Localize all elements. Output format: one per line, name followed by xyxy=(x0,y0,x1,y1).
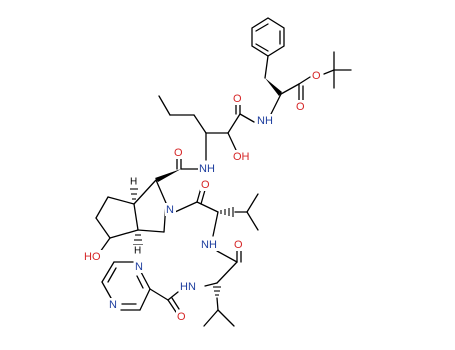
phenyl-inner-bonds xyxy=(255,23,281,52)
stereo-hash-bottom xyxy=(133,234,143,246)
val2-nh-bond xyxy=(204,282,218,287)
val1-nh-bond xyxy=(212,211,219,237)
ester-o-single-label: O xyxy=(311,69,323,82)
ring-oh-label: HO xyxy=(83,250,103,263)
phe-alpha-nh-bond xyxy=(270,93,282,115)
propyl-3 xyxy=(158,95,171,116)
c3a-c6a-bond xyxy=(133,203,139,231)
svg-text:HO: HO xyxy=(84,251,101,263)
val1-hash xyxy=(220,207,234,217)
svg-text:H: H xyxy=(134,246,141,257)
val1-methyl-1 xyxy=(246,193,259,213)
c5-c4-bond xyxy=(95,217,111,239)
pyz-bond-6 xyxy=(139,288,151,311)
choh-oh-bond xyxy=(227,132,237,151)
amide1-nh-label: NH xyxy=(256,114,275,127)
amide3-co-2 xyxy=(200,189,206,205)
benzyl-bond xyxy=(264,55,269,79)
amide1-choh-bond xyxy=(227,113,241,134)
nh-amide1-bond xyxy=(239,113,255,123)
hydroxy-oh-label: OH xyxy=(232,150,251,163)
svg-text:O: O xyxy=(234,239,243,251)
svg-text:O: O xyxy=(174,147,183,159)
stereo-h-bottom-label: H xyxy=(133,245,143,257)
nh-amide4-bond xyxy=(216,250,238,263)
ester-co-single xyxy=(298,76,311,85)
amide3-val1-bond xyxy=(196,201,219,213)
nh-pyzco-bond xyxy=(167,291,179,301)
amide2-nh-label: NH xyxy=(198,162,217,175)
amide2-o-label: O xyxy=(173,146,185,159)
amide3-o-label: O xyxy=(200,178,212,191)
val-nh-label: NH xyxy=(200,238,219,251)
svg-text:O: O xyxy=(233,93,242,105)
c6a-c6-bond xyxy=(107,196,135,205)
svg-text:N: N xyxy=(135,261,143,273)
pyz-inner-2 xyxy=(107,267,117,283)
pyzco-ring-bond xyxy=(149,288,169,301)
phe-alpha-ester-bond xyxy=(280,83,300,95)
o-tbu-bond xyxy=(323,69,335,75)
ring-n-label: N xyxy=(165,203,176,216)
c4-oh-bond xyxy=(99,237,111,253)
val1-methyl-2 xyxy=(246,211,259,231)
svg-text:N: N xyxy=(166,204,174,216)
svg-text:H: H xyxy=(130,177,137,188)
ester-o-double-label: O xyxy=(295,100,307,113)
pyz-bond-3 xyxy=(101,261,115,283)
ring-n-amide3-bond xyxy=(174,201,198,213)
val2-methyl-2 xyxy=(217,309,235,327)
pyz-amide-o-label: O xyxy=(176,310,188,323)
amide1-o-label: O xyxy=(232,92,244,105)
ch2-c3a-bond xyxy=(137,229,165,233)
pyz-bond-1 xyxy=(140,271,151,290)
svg-text:O: O xyxy=(296,101,305,113)
phe-alpha-wedge xyxy=(265,78,282,96)
svg-text:NH: NH xyxy=(201,239,217,251)
pyrazine-n1-label: N xyxy=(134,260,145,273)
atom-labels: O O NH O OH NH O N xyxy=(83,69,323,323)
amide4-val2-bond xyxy=(216,261,238,284)
c1-ring-n-bond xyxy=(155,179,167,204)
svg-text:HN: HN xyxy=(180,281,196,293)
val2-ch-bond xyxy=(216,297,219,311)
stereo-hash-top xyxy=(130,188,138,200)
bonds xyxy=(95,17,352,327)
stereo-h-top-label: H xyxy=(129,176,139,188)
svg-text:O: O xyxy=(312,70,321,82)
pyzco-o-2 xyxy=(171,297,180,310)
pyz-amide-nh-label: HN xyxy=(179,280,199,293)
val2-hash xyxy=(213,286,221,296)
amide4-o-label: O xyxy=(233,238,245,251)
svg-text:NH: NH xyxy=(199,163,215,175)
svg-text:OH: OH xyxy=(233,151,250,163)
amide2-c1-wedge xyxy=(155,169,181,182)
val2-methyl-1 xyxy=(203,309,219,327)
pyzco-o-1 xyxy=(167,299,177,313)
pyz-bond-4 xyxy=(101,281,112,299)
svg-text:O: O xyxy=(201,179,210,191)
pyrazine-n2-label: N xyxy=(108,298,119,311)
c6-c5-bond xyxy=(95,196,109,219)
svg-text:NH: NH xyxy=(257,115,273,127)
c4-c3a-bond xyxy=(109,229,139,239)
pyz-inner-1 xyxy=(136,275,144,289)
svg-text:N: N xyxy=(109,299,117,311)
c6a-c1-bond xyxy=(133,179,157,205)
phenyl-ring xyxy=(251,17,285,57)
svg-text:O: O xyxy=(177,311,186,323)
propyl-1 xyxy=(193,114,207,134)
